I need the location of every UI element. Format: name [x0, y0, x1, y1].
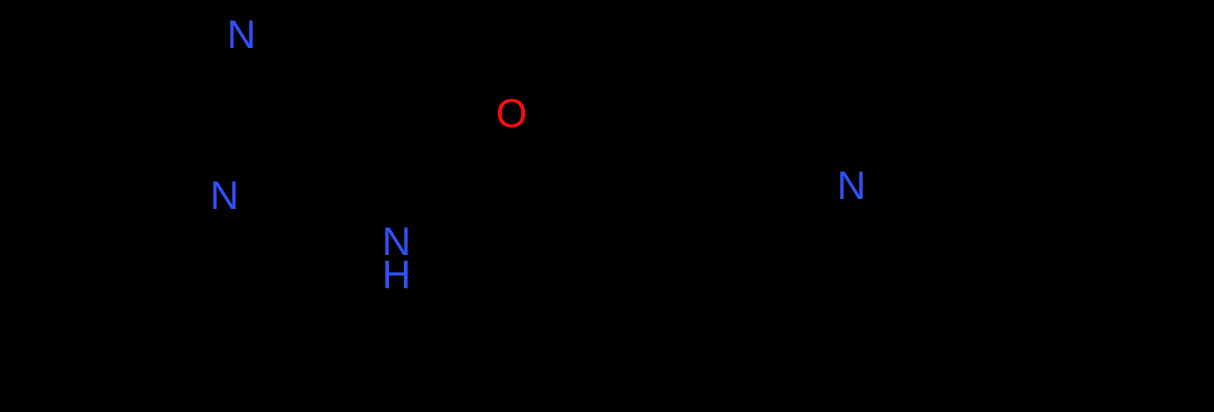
atom-amine-nh: N H [382, 220, 411, 297]
atom-nitrogen-3: N [837, 164, 866, 208]
atom-nh-hydrogen: H [382, 253, 411, 297]
atom-nitrogen-1: N [227, 13, 256, 57]
atom-oxygen-carbonyl: O [496, 92, 528, 136]
atom-nh-nitrogen: N [382, 220, 411, 264]
atom-nitrogen-2: N [210, 174, 239, 218]
